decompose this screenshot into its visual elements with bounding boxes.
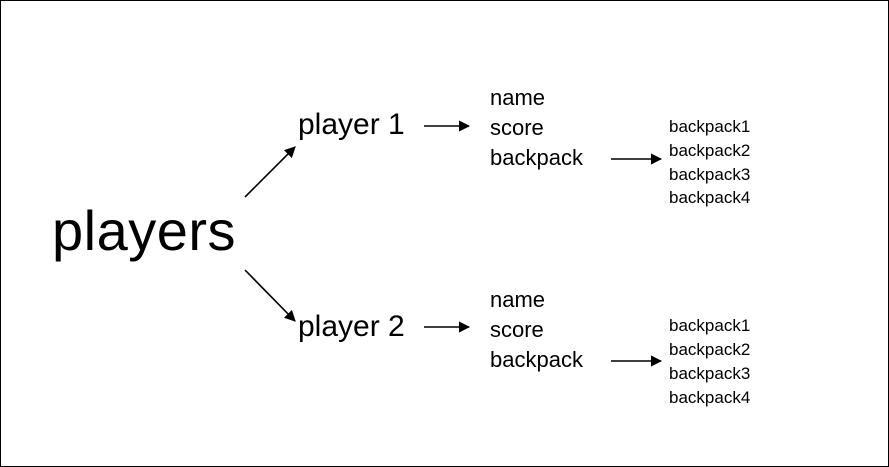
player-2-backpack-item: backpack1 <box>669 316 751 335</box>
player-1-attr-backpack: backpack <box>490 145 583 170</box>
player-2-backpack-item: backpack4 <box>669 388 751 407</box>
player-2-attr-backpack: backpack <box>490 347 583 372</box>
player-1-backpack-item: backpack2 <box>669 141 751 160</box>
player-2-node: player 2 <box>298 310 405 343</box>
player-2-attr-name: name <box>490 287 546 312</box>
root-node-players: players <box>52 199 237 262</box>
arrow-players-to-player-2 <box>244 269 296 322</box>
player-2-backpack-item: backpack2 <box>669 340 751 359</box>
player-1-backpack-item: backpack1 <box>669 117 751 136</box>
player-2-attr-score: score <box>490 317 544 342</box>
player-1-backpack-item: backpack3 <box>669 165 751 184</box>
arrow-players-to-player-1 <box>244 146 296 198</box>
player-1-backpack-item: backpack4 <box>669 188 751 207</box>
player-1-attr-name: name <box>490 85 546 110</box>
player-1-node: player 1 <box>298 108 405 141</box>
player-1-attr-score: score <box>490 115 544 140</box>
player-2-backpack-item: backpack3 <box>669 364 751 383</box>
